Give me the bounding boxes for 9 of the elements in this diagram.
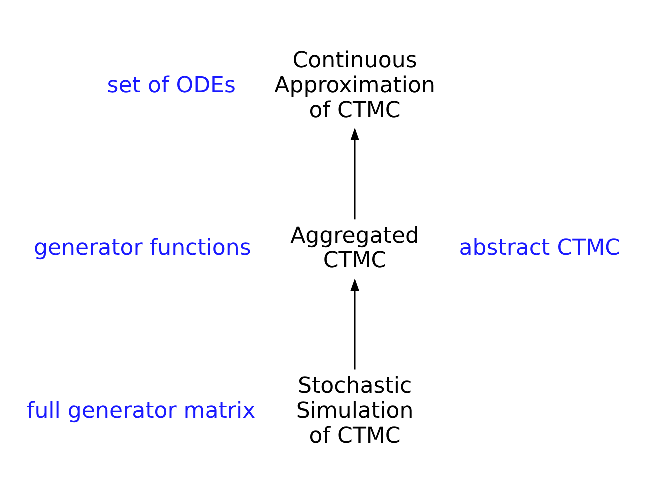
arrow [350, 128, 360, 220]
arrow [350, 278, 360, 370]
node-label: full generator matrix [26, 398, 256, 424]
node-text: Stochastic Simulation of CTMC [296, 374, 414, 449]
node-label: generator functions [34, 236, 252, 262]
node-text: Aggregated CTMC [290, 224, 420, 274]
node-text: Continuous Approximation of CTMC [274, 48, 436, 124]
node-label: abstract CTMC [459, 236, 620, 262]
node-label: set of ODEs [107, 74, 236, 99]
